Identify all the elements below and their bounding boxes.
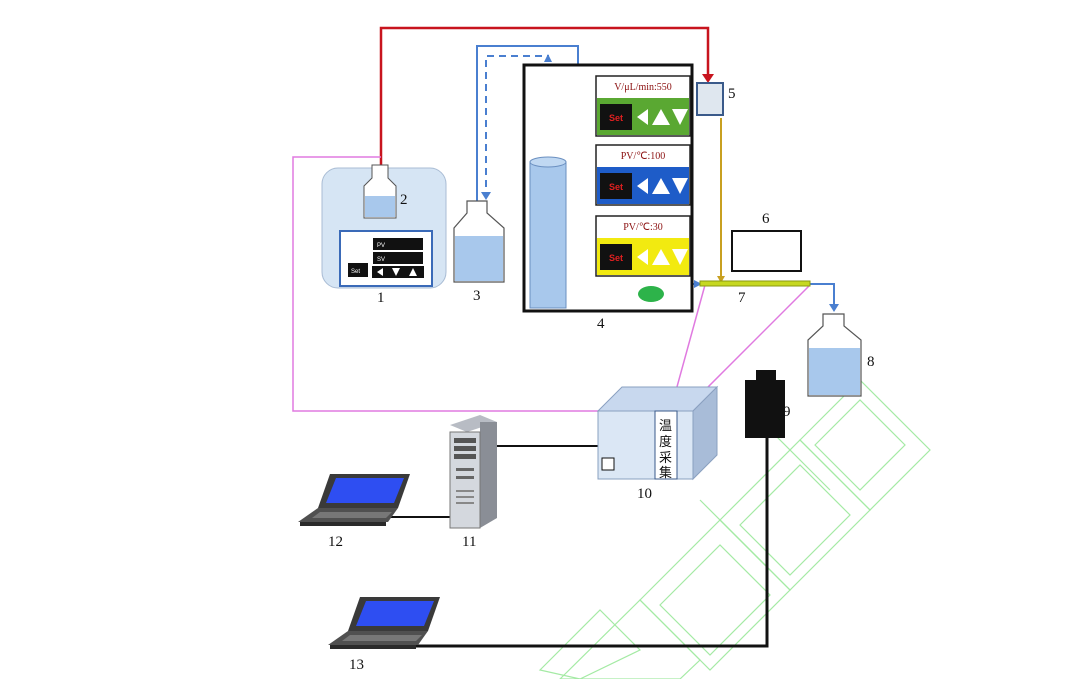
set-label-1: Set xyxy=(351,269,360,275)
magenta-line-2 xyxy=(671,284,706,406)
down-arrow-icon xyxy=(672,249,688,265)
down-arrow-icon xyxy=(672,109,688,125)
magenta-line-1 xyxy=(292,156,600,412)
sv-label: SV xyxy=(377,257,385,263)
label-7: 7 xyxy=(738,290,746,306)
left-arrow-icon xyxy=(637,249,648,265)
up-arrow-icon xyxy=(652,109,670,125)
daq-char-3: 采 xyxy=(659,451,672,466)
red-arrowhead xyxy=(702,74,714,83)
component-12-laptop xyxy=(298,474,410,526)
component-9-camera xyxy=(745,370,785,438)
label-8: 8 xyxy=(867,354,875,370)
up-arrow-icon xyxy=(652,249,670,265)
component-8-bottle xyxy=(807,313,862,397)
controller-set-label-1: Set xyxy=(609,113,623,123)
component-3-bottle xyxy=(453,200,505,283)
column xyxy=(529,156,567,309)
component-6-screen xyxy=(731,230,802,272)
component-11-pc-tower xyxy=(449,415,497,529)
component-1-bath: PV SV Set xyxy=(321,167,447,289)
component-10-daq: 温 度 采 集 xyxy=(596,385,719,481)
component-5-sensor xyxy=(696,82,724,116)
controller-set-label-2: Set xyxy=(609,182,623,192)
component-13-laptop xyxy=(328,597,440,649)
pv-label: PV xyxy=(377,243,385,249)
daq-char-4: 集 xyxy=(659,465,672,481)
label-12: 12 xyxy=(328,534,343,550)
blue-to-bottle8 xyxy=(808,283,835,308)
label-3: 3 xyxy=(473,288,481,304)
label-10: 10 xyxy=(637,486,652,502)
daq-char-1: 温 xyxy=(659,419,672,434)
label-5: 5 xyxy=(728,86,736,102)
down-arrow-icon xyxy=(672,178,688,194)
label-6: 6 xyxy=(762,211,770,227)
daq-char-2: 度 xyxy=(659,434,672,450)
label-2: 2 xyxy=(400,192,408,208)
pump-indicator xyxy=(638,286,664,302)
controller-display-2: PV/℃:100 xyxy=(621,151,666,162)
cable-9-13 xyxy=(410,438,769,648)
left-arrow-icon xyxy=(637,109,648,125)
magenta-line-3 xyxy=(689,284,811,406)
controller-display-1: V/μL/min:550 xyxy=(614,82,672,93)
component-2-bottle xyxy=(363,164,397,219)
label-11: 11 xyxy=(462,534,476,550)
up-arrow-icon xyxy=(652,178,670,194)
label-13: 13 xyxy=(349,657,364,673)
label-9: 9 xyxy=(783,404,791,420)
controller-display-3: PV/℃:30 xyxy=(623,222,663,233)
component-7-tube xyxy=(699,280,811,287)
red-heating-line xyxy=(379,26,710,212)
label-1: 1 xyxy=(377,290,385,306)
controller-set-label-3: Set xyxy=(609,253,623,263)
label-4: 4 xyxy=(597,316,605,332)
left-arrow-icon xyxy=(637,178,648,194)
